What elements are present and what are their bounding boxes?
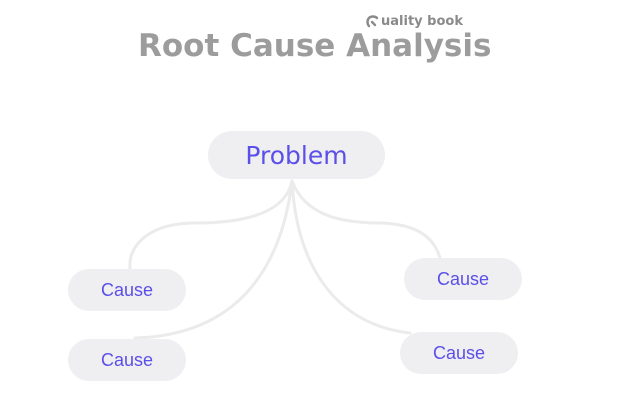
connector-cause-3	[290, 179, 442, 260]
connector-cause-2	[133, 179, 294, 340]
quality-book-logo: uality book	[366, 14, 463, 30]
problem-node: Problem	[208, 131, 385, 179]
cause-node: Cause	[68, 269, 186, 311]
logo-text: uality book	[381, 14, 463, 29]
quality-book-q-icon	[366, 15, 379, 28]
cause-node: Cause	[400, 332, 518, 374]
page-title: Root Cause Analysis	[138, 28, 492, 64]
connector-cause-4	[290, 179, 412, 335]
connector-cause-1	[128, 179, 294, 270]
cause-node: Cause	[68, 339, 186, 381]
cause-node: Cause	[404, 258, 522, 300]
